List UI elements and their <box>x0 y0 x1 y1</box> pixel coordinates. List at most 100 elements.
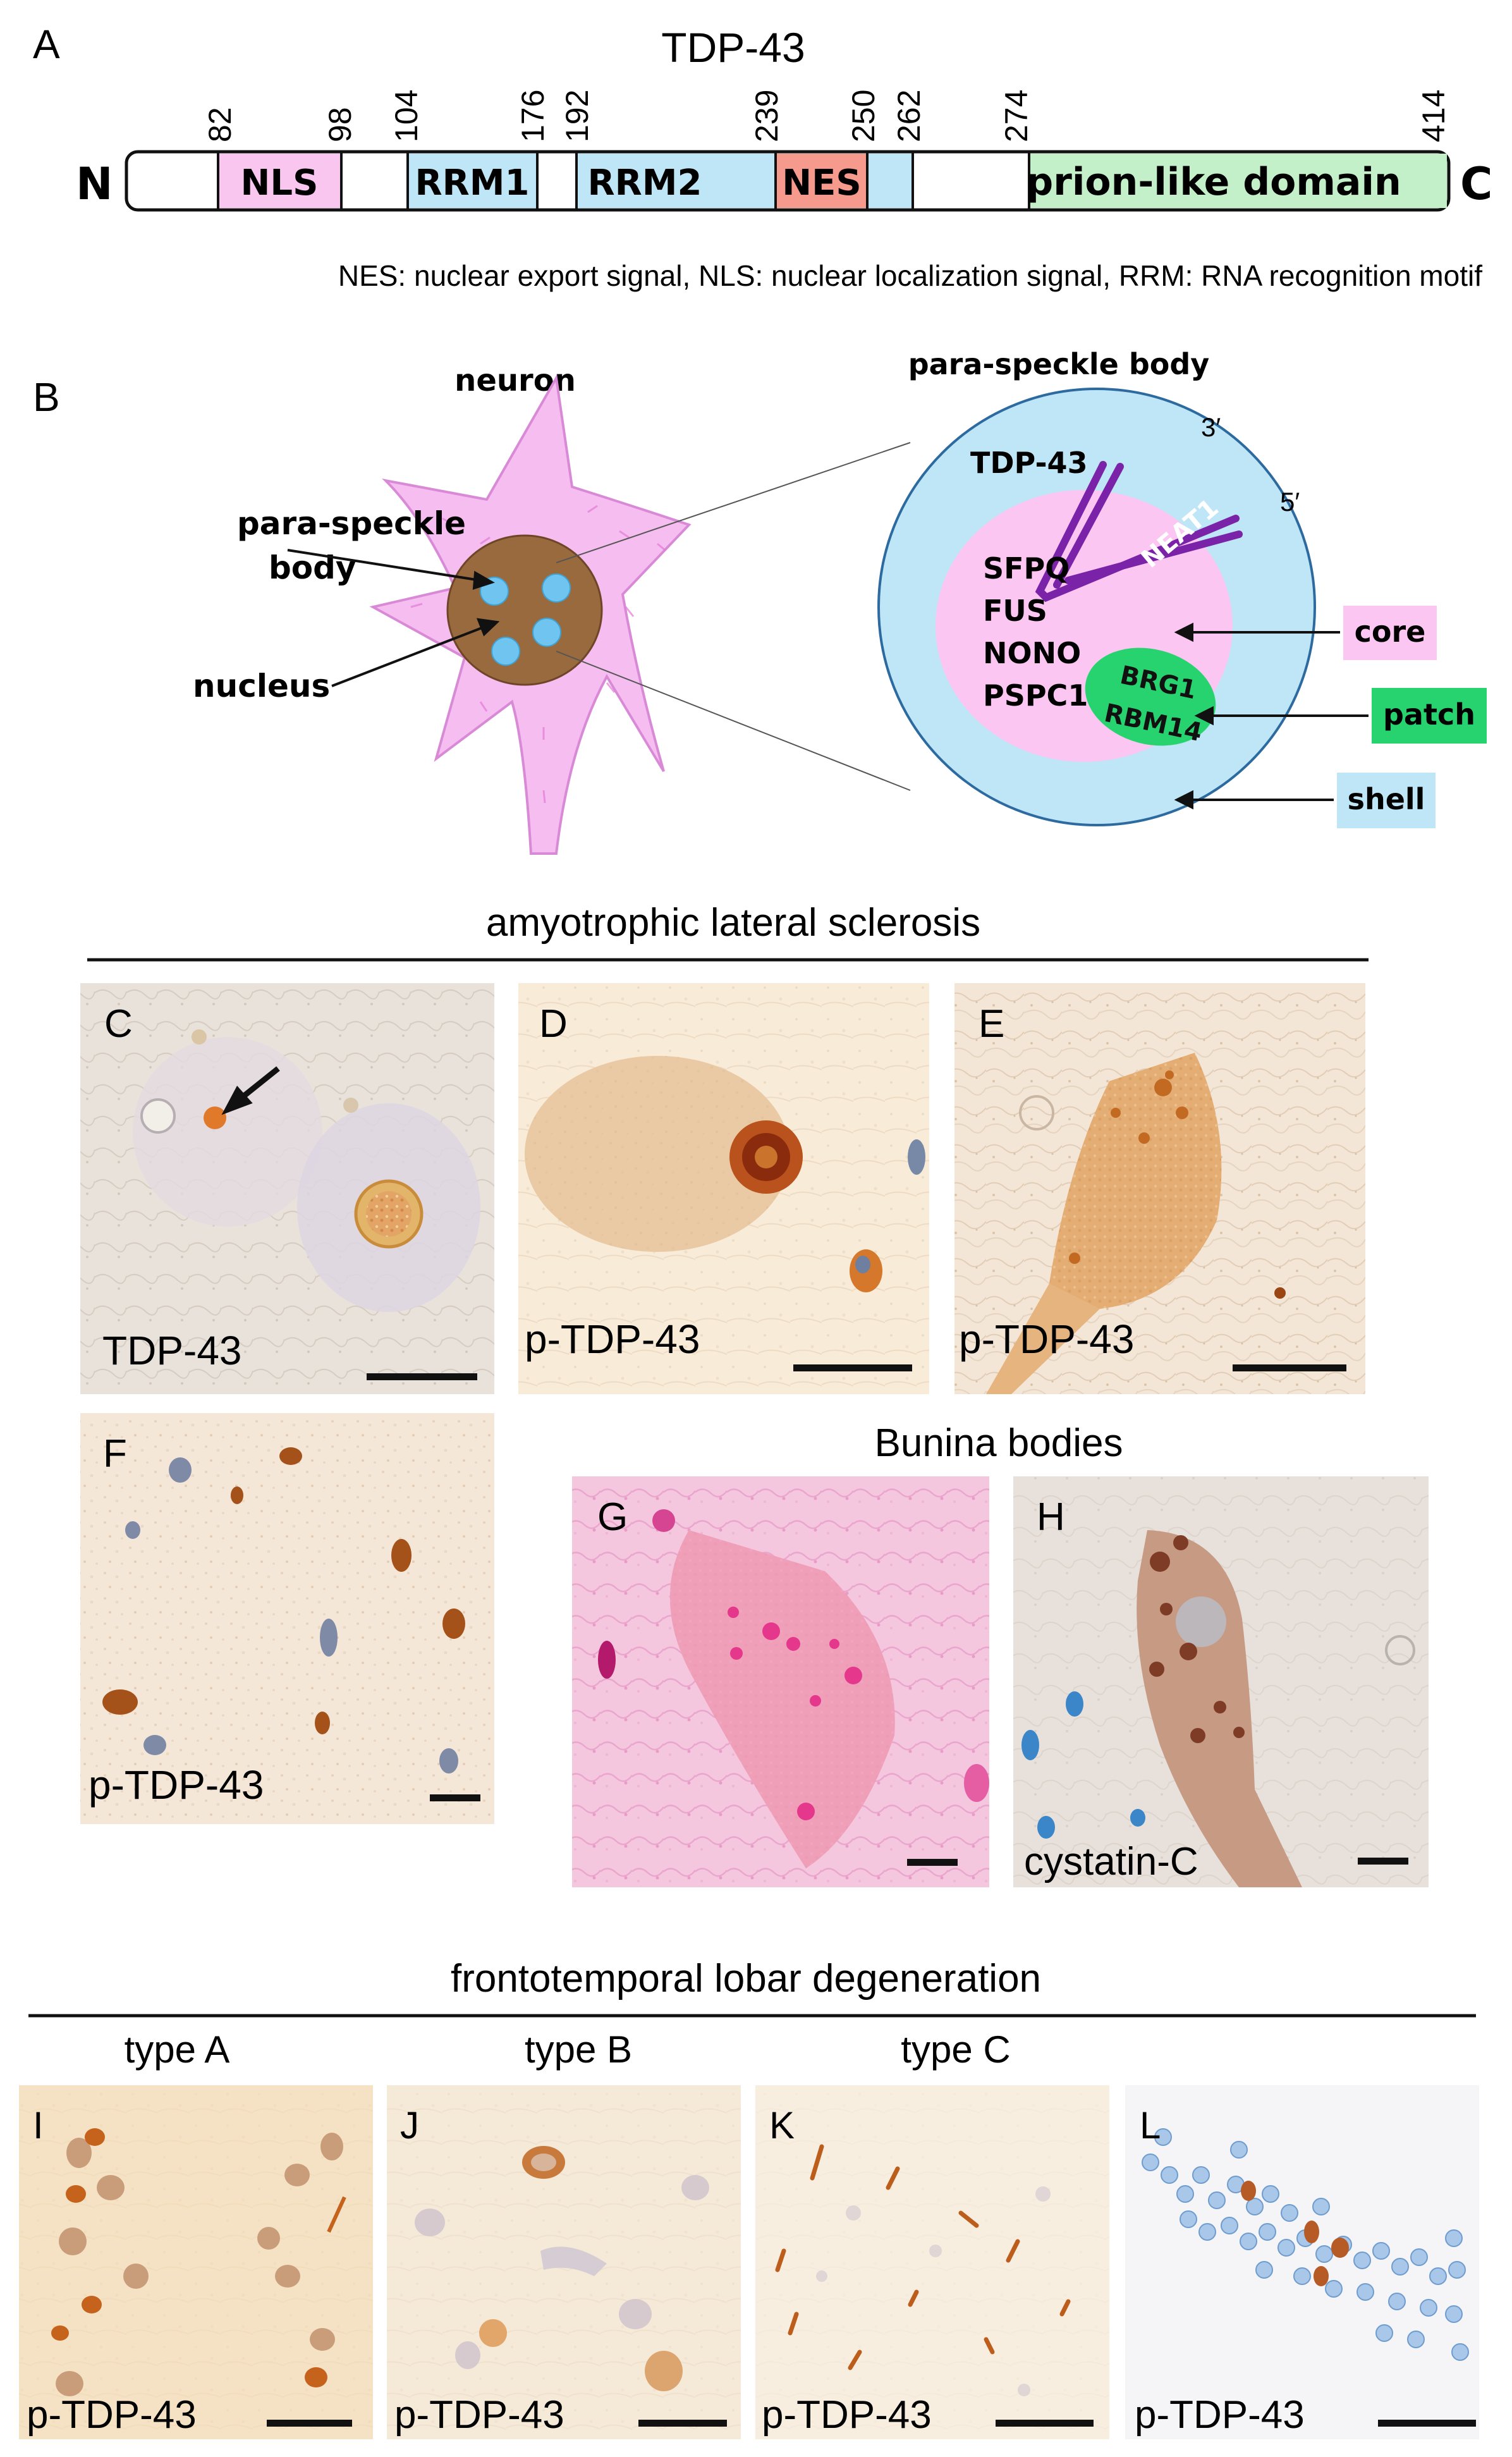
panel-letter-f: F <box>103 1432 127 1476</box>
micrograph-l: L p-TDP-43 <box>1125 2085 1479 2439</box>
panel-letter-b: B <box>33 374 60 420</box>
micrograph-k: K p-TDP-43 <box>755 2085 1109 2439</box>
label-f: p-TDP-43 <box>88 1762 264 1808</box>
micrograph-g: G <box>572 1476 989 1887</box>
micrograph-c: C TDP-43 <box>80 983 494 1394</box>
micrograph-f: F p-TDP-43 <box>80 1413 494 1824</box>
paraspeckle-title: para-speckle body <box>908 347 1210 381</box>
neat1-rna <box>1035 461 1243 603</box>
prion-domain <box>1029 154 1447 208</box>
type-a-label: type A <box>125 2028 230 2071</box>
micrograph-j: J p-TDP-43 <box>387 2085 741 2439</box>
scalebar-h <box>1358 1858 1408 1865</box>
panel-letter-i: I <box>33 2104 44 2147</box>
scalebar-k <box>996 2420 1094 2427</box>
scalebar-i <box>267 2420 352 2427</box>
neuron-arrows <box>287 549 500 687</box>
patch <box>1085 647 1216 746</box>
label-l: p-TDP-43 <box>1135 2393 1305 2437</box>
micrograph-i: I p-TDP-43 <box>19 2085 373 2439</box>
ftld-heading: frontotemporal lobar degeneration <box>451 1957 1041 2001</box>
paraspeckle-label-line2: body <box>269 549 357 586</box>
shell-tag <box>1337 773 1436 828</box>
label-k: p-TDP-43 <box>762 2393 932 2437</box>
type-c-label: type C <box>901 2028 1010 2071</box>
label-c: TDP-43 <box>102 1328 242 1373</box>
panel-letter-g: G <box>597 1495 628 1539</box>
nucleus <box>446 534 603 686</box>
position-414: 414 <box>1416 90 1451 142</box>
nes-domain <box>776 154 867 208</box>
n-terminus-label: N <box>76 158 113 210</box>
three-prime-label: 3′ <box>1201 412 1221 442</box>
core-protein-1: SFPQ <box>983 551 1070 585</box>
nucleus-label: nucleus <box>193 668 330 704</box>
nls-domain <box>218 154 341 208</box>
position-176: 176 <box>515 90 551 142</box>
paraspeckle-dots <box>480 573 571 666</box>
ftld-section: frontotemporal lobar degeneration type A… <box>19 1957 1479 2439</box>
label-j: p-TDP-43 <box>394 2393 564 2437</box>
panel-letter-k: K <box>769 2104 795 2147</box>
micrograph-h: H cystatin-C <box>1013 1476 1429 1887</box>
prion-label: prion-like domain <box>1026 160 1401 204</box>
position-98: 98 <box>322 107 358 142</box>
five-prime-label: 5′ <box>1280 487 1300 517</box>
nes-label: NES <box>782 162 861 204</box>
rrm1-label: RRM1 <box>415 162 530 204</box>
zoom-lines <box>556 442 911 791</box>
patch-tag-label: patch <box>1383 697 1475 732</box>
protein-title: TDP-43 <box>661 24 805 71</box>
core-protein-4: PSPC1 <box>983 678 1088 713</box>
patch-tag <box>1372 688 1487 744</box>
micrograph-d: D p-TDP-43 <box>518 983 929 1394</box>
position-239: 239 <box>749 90 784 142</box>
nls-label: NLS <box>241 162 319 204</box>
label-e: p-TDP-43 <box>959 1316 1134 1362</box>
position-274: 274 <box>999 90 1034 142</box>
core-protein-list: SFPQ FUS NONO PSPC1 <box>983 551 1088 713</box>
region-arrows <box>1174 622 1369 810</box>
scalebar-l <box>1378 2420 1476 2427</box>
position-104: 104 <box>389 90 424 142</box>
paraspeckle-diagram: NEAT1 3′ 5′ TDP-43 SFPQ FUS NONO PSPC1 B… <box>877 388 1316 826</box>
bunina-heading: Bunina bodies <box>875 1421 1123 1465</box>
position-labels: 82 98 104 176 192 239 250 262 274 414 <box>202 90 1451 142</box>
paraspeckle-label: para-speckle body <box>237 505 477 586</box>
position-82: 82 <box>202 107 238 142</box>
abbreviation-legend: NES: nuclear export signal, NLS: nuclear… <box>338 259 1482 292</box>
core-protein-3: NONO <box>983 636 1081 670</box>
core-tag-label: core <box>1355 615 1426 649</box>
panel-letter-a: A <box>33 21 60 67</box>
scalebar-g <box>907 1859 958 1866</box>
shell-tag-label: shell <box>1348 782 1425 816</box>
als-heading: amyotrophic lateral sclerosis <box>486 901 980 945</box>
domain-bar: NLS RRM1 RRM2 NES prion-like domain <box>125 150 1451 212</box>
position-192: 192 <box>559 90 595 142</box>
paraspeckle-label-line1: para-speckle <box>237 505 466 542</box>
panel-a: A TDP-43 82 98 104 176 192 239 250 262 2… <box>33 21 1492 292</box>
neuron-illustration <box>369 374 692 855</box>
shell-tdp43-label: TDP-43 <box>970 446 1088 480</box>
position-250: 250 <box>846 90 881 142</box>
scalebar-e <box>1233 1364 1346 1371</box>
scalebar-c <box>367 1373 477 1380</box>
micrograph-e: E p-TDP-43 <box>954 983 1365 1394</box>
rrm2-label: RRM2 <box>588 162 702 204</box>
type-b-label: type B <box>525 2028 632 2071</box>
panel-letter-e: E <box>979 1002 1004 1046</box>
panel-letter-d: D <box>539 1002 568 1046</box>
label-i: p-TDP-43 <box>27 2393 197 2437</box>
panel-letter-c: C <box>104 1002 133 1046</box>
rrm2-domain <box>576 154 776 208</box>
core-tag <box>1343 606 1437 660</box>
als-section: amyotrophic lateral sclerosis C TDP-43 <box>80 901 1429 1887</box>
panel-letter-j: J <box>400 2104 419 2147</box>
position-262: 262 <box>891 90 927 142</box>
panel-letter-l: L <box>1140 2104 1161 2147</box>
scalebar-f <box>430 1794 480 1801</box>
c-terminus-label: C <box>1460 158 1492 210</box>
label-h: cystatin-C <box>1024 1840 1198 1884</box>
rrm1-domain <box>408 154 537 208</box>
